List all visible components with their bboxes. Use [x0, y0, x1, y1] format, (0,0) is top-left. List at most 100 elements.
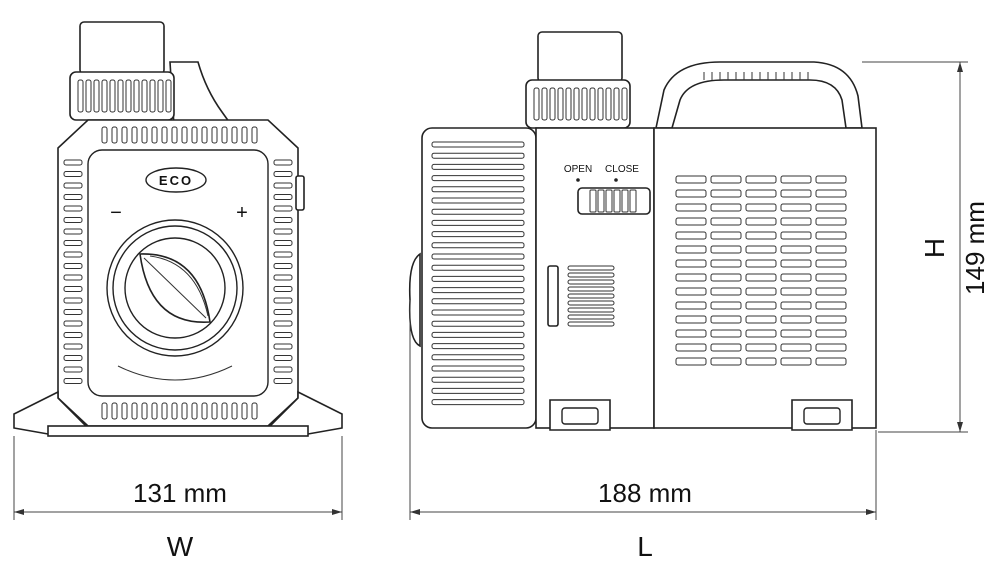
- motor-vent: [745, 287, 777, 296]
- motor-vent: [780, 329, 812, 338]
- intake-slot: [431, 354, 525, 361]
- motor-vent: [710, 343, 742, 352]
- rib-slot: [141, 126, 148, 144]
- cap-rib: [93, 79, 100, 113]
- height-arrow-top: [957, 62, 963, 72]
- motor-vent: [675, 273, 707, 282]
- rib-slot: [63, 228, 83, 235]
- motor-vent: [780, 231, 812, 240]
- minus-sign: −: [110, 202, 122, 224]
- outlet-elbow: [169, 61, 234, 127]
- rib-slot: [273, 274, 293, 281]
- motor-vent: [675, 217, 707, 226]
- outlet-pipe: [79, 21, 165, 75]
- height-value: 149 mm: [960, 201, 990, 295]
- rib-slot: [273, 240, 293, 246]
- motor-vent: [780, 343, 812, 352]
- rib-slot: [101, 126, 108, 144]
- rib-slot: [161, 402, 168, 420]
- rib-slot: [63, 171, 83, 177]
- motor-vent: [710, 329, 742, 338]
- cap-rib: [549, 87, 556, 121]
- cap-rib: [109, 79, 116, 113]
- motor-vent: [710, 175, 742, 184]
- intake-slot: [431, 298, 525, 305]
- cap-rib: [157, 79, 164, 113]
- rib-slot: [221, 402, 228, 420]
- height-symbol: H: [919, 238, 950, 258]
- intake-slot: [431, 242, 525, 249]
- motor-vent: [815, 217, 847, 226]
- motor-vent: [780, 259, 812, 268]
- side-view: OPEN CLOSE 188 mm L H 149 mm: [408, 31, 990, 562]
- rib-slot: [273, 263, 293, 269]
- cap-rib: [541, 87, 548, 121]
- intake-slot: [431, 365, 525, 372]
- motor-vent: [710, 315, 742, 324]
- cap-rib: [557, 87, 564, 121]
- rib-slot: [63, 286, 83, 292]
- rib-slot: [63, 251, 83, 258]
- motor-vent: [780, 217, 812, 226]
- motor-vent: [675, 329, 707, 338]
- rib-slot: [273, 320, 293, 327]
- rib-slot: [171, 126, 178, 144]
- rib-slot: [63, 182, 83, 189]
- cap-rib: [133, 79, 140, 113]
- rib-slot: [121, 402, 128, 420]
- motor-vent: [815, 301, 847, 310]
- cap-rib: [141, 79, 148, 113]
- motor-vent: [675, 315, 707, 324]
- rib-slot: [273, 159, 293, 166]
- plus-sign: +: [236, 202, 248, 224]
- rib-slot: [63, 297, 83, 304]
- cap-rib: [533, 87, 540, 121]
- intake-slot: [431, 175, 525, 182]
- motor-vent: [675, 343, 707, 352]
- cap-rib: [573, 87, 580, 121]
- intake-slot: [431, 152, 525, 159]
- vent-slot: [567, 293, 615, 299]
- slider-grip: [605, 189, 613, 213]
- rib-slot: [63, 240, 83, 246]
- cap-rib: [117, 79, 124, 113]
- motor-vent: [745, 245, 777, 254]
- intake-slot: [431, 186, 525, 193]
- dial-knob-ridge: [143, 257, 207, 319]
- motor-vent: [675, 357, 707, 366]
- motor-vent: [815, 189, 847, 198]
- rib-slot: [161, 126, 168, 144]
- dial-inner-ring: [124, 237, 226, 339]
- rib-slot: [211, 126, 218, 144]
- rib-slot: [231, 402, 238, 420]
- rib-slot: [63, 194, 83, 200]
- rib-slot: [273, 355, 293, 361]
- cap-rib: [581, 87, 588, 121]
- motor-vent: [675, 189, 707, 198]
- rib-slot: [171, 402, 178, 420]
- cap-rib: [589, 87, 596, 121]
- motor-vent: [745, 231, 777, 240]
- length-value: 188 mm: [598, 478, 692, 508]
- length-arrow-left: [410, 509, 420, 515]
- intake-slot: [431, 343, 525, 350]
- motor-vent: [675, 175, 707, 184]
- cap-rib: [565, 87, 572, 121]
- motor-vent: [675, 301, 707, 310]
- vent-slot: [567, 314, 615, 320]
- motor-vent: [780, 189, 812, 198]
- open-dot: [576, 178, 580, 182]
- intake-slot: [431, 208, 525, 215]
- motor-vent: [745, 329, 777, 338]
- width-symbol: W: [167, 531, 194, 562]
- middle-vents: [567, 265, 615, 327]
- rib-slot: [63, 378, 83, 384]
- front-housing-ribs: [63, 126, 293, 420]
- carry-handle: [655, 61, 863, 129]
- front-view: ECO − + 131 mm W: [13, 21, 343, 562]
- front-inner-panel: [87, 149, 269, 397]
- close-dot: [614, 178, 618, 182]
- vent-slot: [567, 307, 615, 313]
- rib-slot: [63, 332, 83, 338]
